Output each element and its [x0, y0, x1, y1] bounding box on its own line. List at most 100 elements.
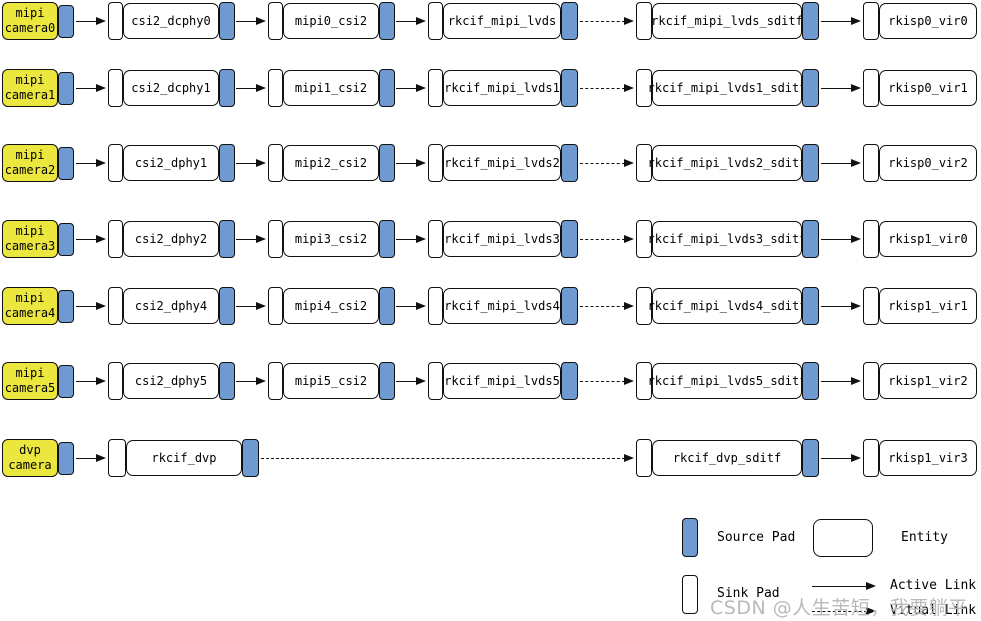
entity-label: mipi5_csi2 — [283, 363, 379, 399]
camera-node: mipi camera5 — [2, 362, 74, 400]
arrow-head — [416, 235, 426, 243]
entity-label: rkcif_mipi_lvds2_sditf — [648, 145, 806, 181]
sink-pad — [108, 362, 123, 400]
sink-pad — [428, 220, 443, 258]
entity-node: rkcif_mipi_lvds_sditf — [636, 2, 819, 40]
entity-node: rkisp1_vir2 — [863, 362, 977, 400]
source-pad — [219, 287, 235, 325]
sink-pad — [863, 220, 879, 258]
source-pad — [219, 362, 235, 400]
entity-node: csi2_dcphy0 — [108, 2, 235, 40]
entity-node: csi2_dphy2 — [108, 220, 235, 258]
entity-node: rkcif_mipi_lvds1 — [428, 69, 578, 107]
arrow-head — [256, 377, 266, 385]
entity-node: mipi5_csi2 — [268, 362, 395, 400]
arrow-line — [580, 305, 625, 307]
active-link-arrow — [821, 83, 861, 93]
sink-pad — [863, 287, 879, 325]
active-link-arrow — [236, 234, 266, 244]
sink-pad — [636, 144, 652, 182]
arrow-line — [580, 238, 625, 240]
sink-pad — [268, 2, 283, 40]
entity-node: rkcif_mipi_lvds2_sditf — [636, 144, 819, 182]
arrow-line — [580, 162, 625, 164]
entity-label: rkisp0_vir2 — [879, 145, 977, 181]
legend-entity-swatch — [813, 519, 873, 557]
arrow-head — [851, 454, 861, 462]
active-link-arrow — [821, 376, 861, 386]
source-pad — [802, 2, 819, 40]
csdn-watermark: CSDN @人生苦短，我要躺平 — [710, 597, 968, 619]
entity-node: csi2_dcphy1 — [108, 69, 235, 107]
arrow-head — [96, 159, 106, 167]
virtual-link-arrow — [580, 234, 634, 244]
arrow-line — [396, 87, 417, 89]
source-pad — [219, 220, 235, 258]
camera-label-line2: camera1 — [4, 88, 56, 102]
camera-node: mipi camera2 — [2, 144, 74, 182]
arrow-line — [76, 20, 97, 22]
camera-box: mipi camera4 — [2, 287, 58, 325]
arrow-head — [96, 454, 106, 462]
source-pad — [219, 144, 235, 182]
sink-pad — [268, 362, 283, 400]
entity-label: rkisp1_vir0 — [879, 221, 977, 257]
arrow-head — [624, 17, 634, 25]
arrow-line — [396, 380, 417, 382]
entity-node: rkisp1_vir3 — [863, 439, 977, 477]
source-pad — [802, 287, 819, 325]
arrow-line — [236, 305, 257, 307]
arrow-head — [624, 235, 634, 243]
active-link-arrow — [396, 16, 426, 26]
arrow-line — [76, 87, 97, 89]
entity-label: csi2_dphy4 — [123, 288, 219, 324]
arrow-head — [256, 159, 266, 167]
camera-label-line1: mipi — [15, 224, 45, 238]
entity-label: rkcif_mipi_lvds2 — [443, 145, 561, 181]
arrow-head — [96, 377, 106, 385]
source-pad — [561, 287, 578, 325]
entity-node: mipi3_csi2 — [268, 220, 395, 258]
entity-node: rkisp0_vir0 — [863, 2, 977, 40]
sink-pad — [636, 2, 652, 40]
active-link-arrow — [396, 376, 426, 386]
arrow-head — [851, 235, 861, 243]
camera-box: mipi camera2 — [2, 144, 58, 182]
entity-label: csi2_dcphy0 — [123, 3, 219, 39]
entity-node: csi2_dphy1 — [108, 144, 235, 182]
active-link-arrow — [76, 234, 106, 244]
sink-pad — [268, 69, 283, 107]
arrow-head — [96, 302, 106, 310]
entity-node: rkcif_mipi_lvds2 — [428, 144, 578, 182]
camera-label-line2: camera5 — [4, 381, 56, 395]
arrow-line — [812, 585, 867, 587]
sink-pad — [428, 287, 443, 325]
sink-pad — [108, 69, 123, 107]
entity-node: rkisp1_vir1 — [863, 287, 977, 325]
camera-label-line2: camera0 — [4, 21, 56, 35]
entity-node: csi2_dphy5 — [108, 362, 235, 400]
entity-label: csi2_dphy2 — [123, 221, 219, 257]
sink-pad — [428, 69, 443, 107]
arrow-head — [416, 159, 426, 167]
virtual-link-arrow — [580, 83, 634, 93]
entity-label: mipi1_csi2 — [283, 70, 379, 106]
source-pad — [379, 287, 395, 325]
active-link-arrow — [821, 16, 861, 26]
entity-label: rkcif_dvp_sditf — [652, 440, 802, 476]
source-pad — [379, 2, 395, 40]
arrow-line — [396, 238, 417, 240]
source-pad — [561, 69, 578, 107]
arrow-line — [821, 305, 852, 307]
arrow-head — [256, 17, 266, 25]
arrow-line — [261, 457, 625, 459]
entity-label: csi2_dphy1 — [123, 145, 219, 181]
camera-node: dvp camera — [2, 439, 74, 477]
arrow-line — [821, 20, 852, 22]
arrow-line — [236, 87, 257, 89]
active-link-arrow — [236, 16, 266, 26]
arrow-line — [236, 380, 257, 382]
sink-pad — [636, 69, 652, 107]
camera-box: mipi camera1 — [2, 69, 58, 107]
entity-node: rkcif_mipi_lvds3_sditf — [636, 220, 819, 258]
